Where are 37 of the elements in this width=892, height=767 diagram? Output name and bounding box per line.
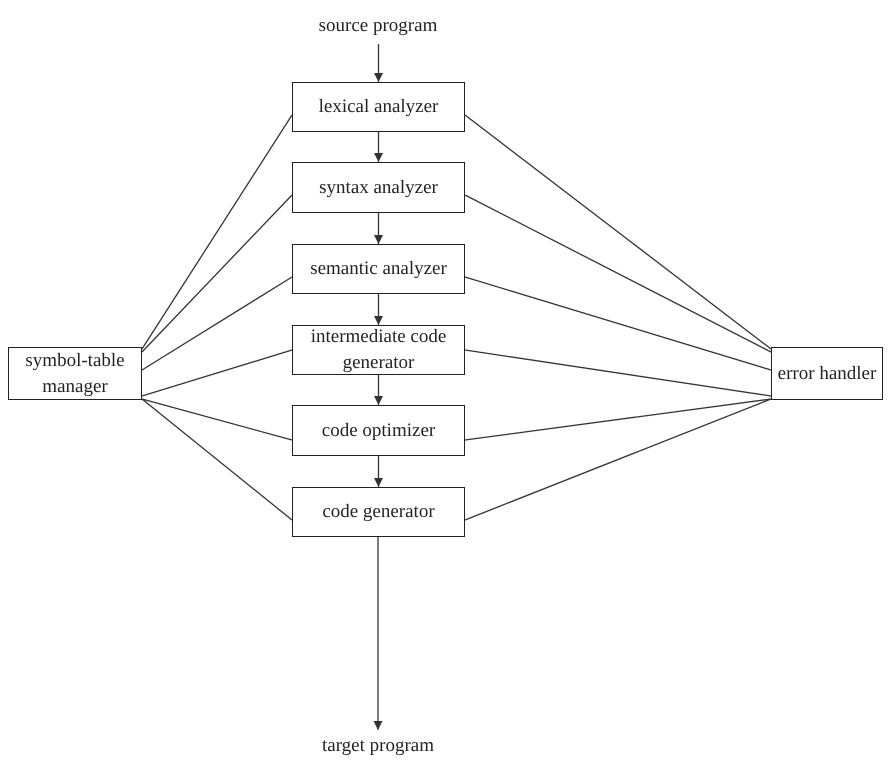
arrow	[374, 132, 383, 162]
box-label: code generator	[322, 500, 435, 524]
connector-line	[464, 276, 772, 371]
arrow	[374, 456, 383, 487]
box-label: symbol-table manager	[24, 348, 126, 398]
box-label: lexical analyzer	[318, 95, 438, 120]
process-box	[292, 405, 465, 456]
connector-line	[464, 398, 772, 521]
connector-line	[464, 194, 772, 353]
box-label: intermediate code generator	[310, 325, 448, 375]
process-box	[292, 162, 465, 213]
connector-line	[142, 276, 292, 371]
box-label: semantic analyzer	[310, 257, 447, 282]
flow-text: source program	[318, 14, 438, 38]
arrow	[374, 213, 383, 244]
box-label: code optimizer	[322, 418, 436, 443]
arrow	[374, 294, 383, 325]
arrow	[374, 44, 383, 82]
connector-line	[141, 114, 293, 350]
process-box	[292, 244, 465, 294]
connector-line	[464, 398, 772, 441]
connector-line	[142, 194, 292, 352]
process-box	[292, 325, 465, 375]
process-box	[292, 487, 465, 537]
connector-line	[142, 398, 292, 520]
box-label: syntax analyzer	[319, 176, 438, 200]
box-label: error handler	[778, 362, 876, 386]
connector-line	[142, 398, 292, 441]
arrow	[374, 537, 382, 730]
process-box	[8, 347, 142, 400]
process-box	[292, 82, 465, 132]
connector-line	[464, 349, 772, 397]
connector-line	[142, 349, 292, 397]
process-box	[771, 347, 883, 400]
arrow	[374, 375, 383, 405]
connector-line	[464, 114, 772, 350]
flow-text: target program	[322, 734, 434, 758]
